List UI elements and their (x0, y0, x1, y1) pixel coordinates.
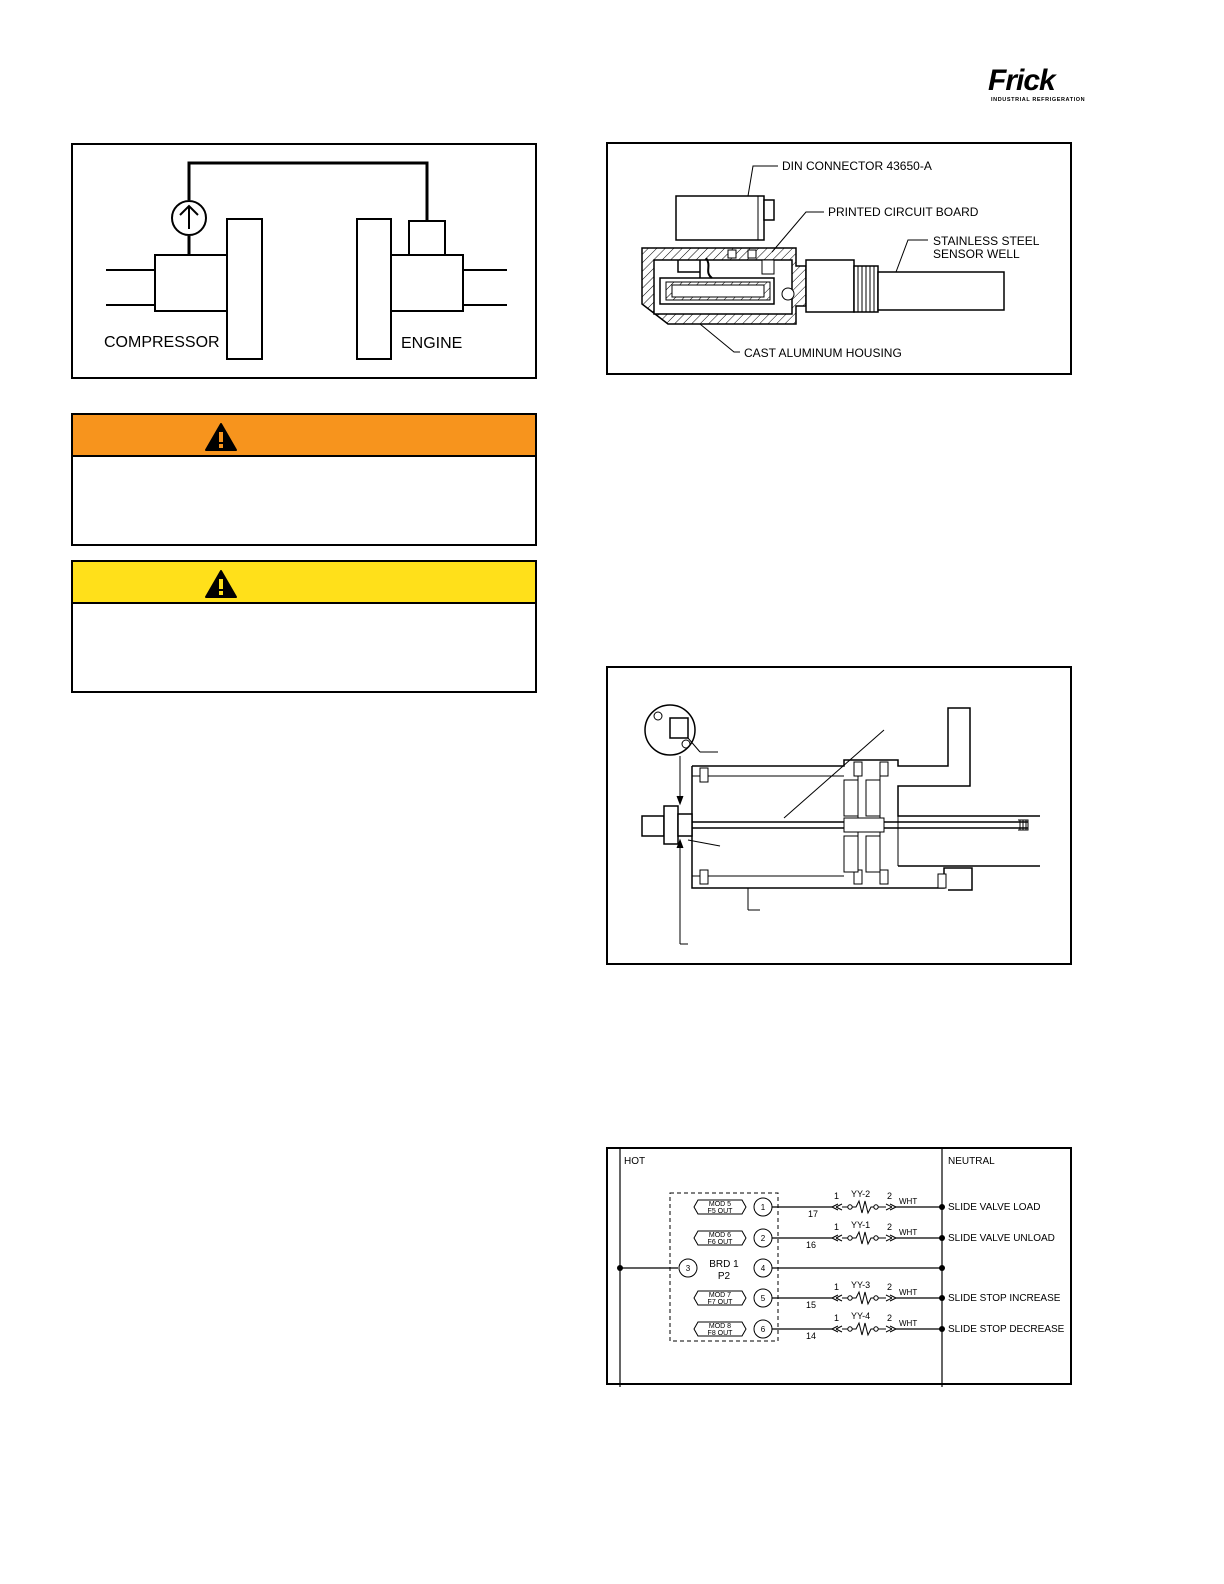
svg-text:1: 1 (834, 1282, 839, 1292)
warning-box (71, 413, 537, 546)
slide-valve-unload-label: SLIDE VALVE UNLOAD (948, 1233, 1055, 1244)
compressor-coupling (226, 218, 263, 360)
warning-header (73, 415, 535, 457)
din-connector-label: DIN CONNECTOR 43650-A (782, 159, 932, 173)
compressor-label: COMPRESSOR (104, 334, 220, 351)
warning-triangle-icon (205, 423, 237, 451)
wiring-diagram-drawing: HOT NEUTRAL BRD 1 P2 3 4 MOD 5 F5 OUT 1 … (617, 1149, 1065, 1387)
svg-text:1: 1 (761, 1203, 766, 1212)
compressor-body (154, 254, 230, 312)
brand-tagline: INDUSTRIAL REFRIGERATION (991, 97, 1086, 103)
svg-text:MOD 7: MOD 7 (709, 1292, 731, 1299)
svg-text:YY-4: YY-4 (851, 1311, 870, 1321)
svg-text:2: 2 (761, 1234, 766, 1243)
svg-text:5: 5 (761, 1294, 766, 1303)
wiring-row-1: MOD 5 F5 OUT 1 17 1 YY-2 2 WHT SLIDE VAL… (693, 1189, 1040, 1219)
svg-text:6: 6 (761, 1325, 766, 1334)
board-outline (669, 1192, 779, 1342)
board-label-line1: BRD 1 (709, 1259, 739, 1270)
svg-text:F5 OUT: F5 OUT (708, 1208, 734, 1215)
neutral-label: NEUTRAL (948, 1156, 995, 1167)
pcb-label: PRINTED CIRCUIT BOARD (828, 205, 979, 219)
wiring-row-3: MOD 7 F7 OUT 5 15 1 YY-3 2 WHT SLIDE STO… (693, 1280, 1061, 1310)
warning-triangle-icon (205, 570, 237, 598)
figure-wiring-diagram: HOT NEUTRAL BRD 1 P2 3 4 MOD 5 F5 OUT 1 … (606, 1147, 1072, 1387)
svg-text:MOD 6: MOD 6 (709, 1232, 731, 1239)
svg-text:YY-2: YY-2 (851, 1189, 870, 1199)
brand-name: Frick (988, 64, 1056, 97)
hot-label: HOT (624, 1156, 645, 1167)
svg-text:MOD 5: MOD 5 (709, 1201, 731, 1208)
sensor-drawing: DIN CONNECTOR 43650-A PRINTED CIRCUIT BO… (641, 159, 1040, 360)
compressor-engine-drawing: COMPRESSOR ENGINE (104, 161, 507, 360)
pin-4: 4 (761, 1264, 766, 1273)
svg-text:15: 15 (806, 1300, 816, 1310)
svg-text:2: 2 (887, 1222, 892, 1232)
svg-text:1: 1 (834, 1191, 839, 1201)
svg-text:F8 OUT: F8 OUT (708, 1330, 734, 1337)
svg-text:MOD 8: MOD 8 (709, 1323, 731, 1330)
figure-actuator-section (606, 666, 1072, 965)
engine-label: ENGINE (401, 335, 462, 352)
svg-text:WHT: WHT (899, 1197, 917, 1206)
engine-coupling (356, 218, 392, 360)
svg-text:2: 2 (887, 1313, 892, 1323)
frick-logo: Frick INDUSTRIAL REFRIGERATION (988, 64, 1085, 106)
engine-body (390, 254, 464, 312)
pin-3: 3 (686, 1264, 691, 1273)
svg-text:F7 OUT: F7 OUT (708, 1299, 734, 1306)
svg-text:14: 14 (806, 1331, 816, 1341)
svg-text:YY-1: YY-1 (851, 1220, 870, 1230)
caution-header (73, 562, 535, 604)
caution-box (71, 560, 537, 693)
svg-text:2: 2 (887, 1282, 892, 1292)
slide-stop-decrease-label: SLIDE STOP DECREASE (948, 1324, 1065, 1335)
svg-text:WHT: WHT (899, 1228, 917, 1237)
well-label-line1: STAINLESS STEEL (933, 234, 1040, 248)
figure-sensor: DIN CONNECTOR 43650-A PRINTED CIRCUIT BO… (606, 142, 1072, 375)
svg-text:17: 17 (808, 1209, 818, 1219)
svg-text:16: 16 (806, 1240, 816, 1250)
svg-text:2: 2 (887, 1191, 892, 1201)
svg-text:1: 1 (834, 1313, 839, 1323)
actuator-section-drawing (641, 704, 1040, 945)
figure-compressor-engine: COMPRESSOR ENGINE (71, 143, 537, 379)
wiring-row-4: MOD 8 F8 OUT 6 14 1 YY-4 2 WHT SLIDE STO… (693, 1311, 1065, 1341)
slide-stop-increase-label: SLIDE STOP INCREASE (948, 1293, 1061, 1304)
board-label-line2: P2 (718, 1271, 731, 1282)
svg-text:YY-3: YY-3 (851, 1280, 870, 1290)
svg-text:WHT: WHT (899, 1288, 917, 1297)
svg-text:F6 OUT: F6 OUT (708, 1239, 734, 1246)
svg-text:1: 1 (834, 1222, 839, 1232)
slide-valve-load-label: SLIDE VALVE LOAD (948, 1202, 1040, 1213)
svg-text:WHT: WHT (899, 1319, 917, 1328)
well-label-line2: SENSOR WELL (933, 247, 1020, 261)
wiring-row-2: MOD 6 F6 OUT 2 16 1 YY-1 2 WHT SLIDE VAL… (693, 1220, 1055, 1250)
housing-label: CAST ALUMINUM HOUSING (744, 346, 902, 360)
